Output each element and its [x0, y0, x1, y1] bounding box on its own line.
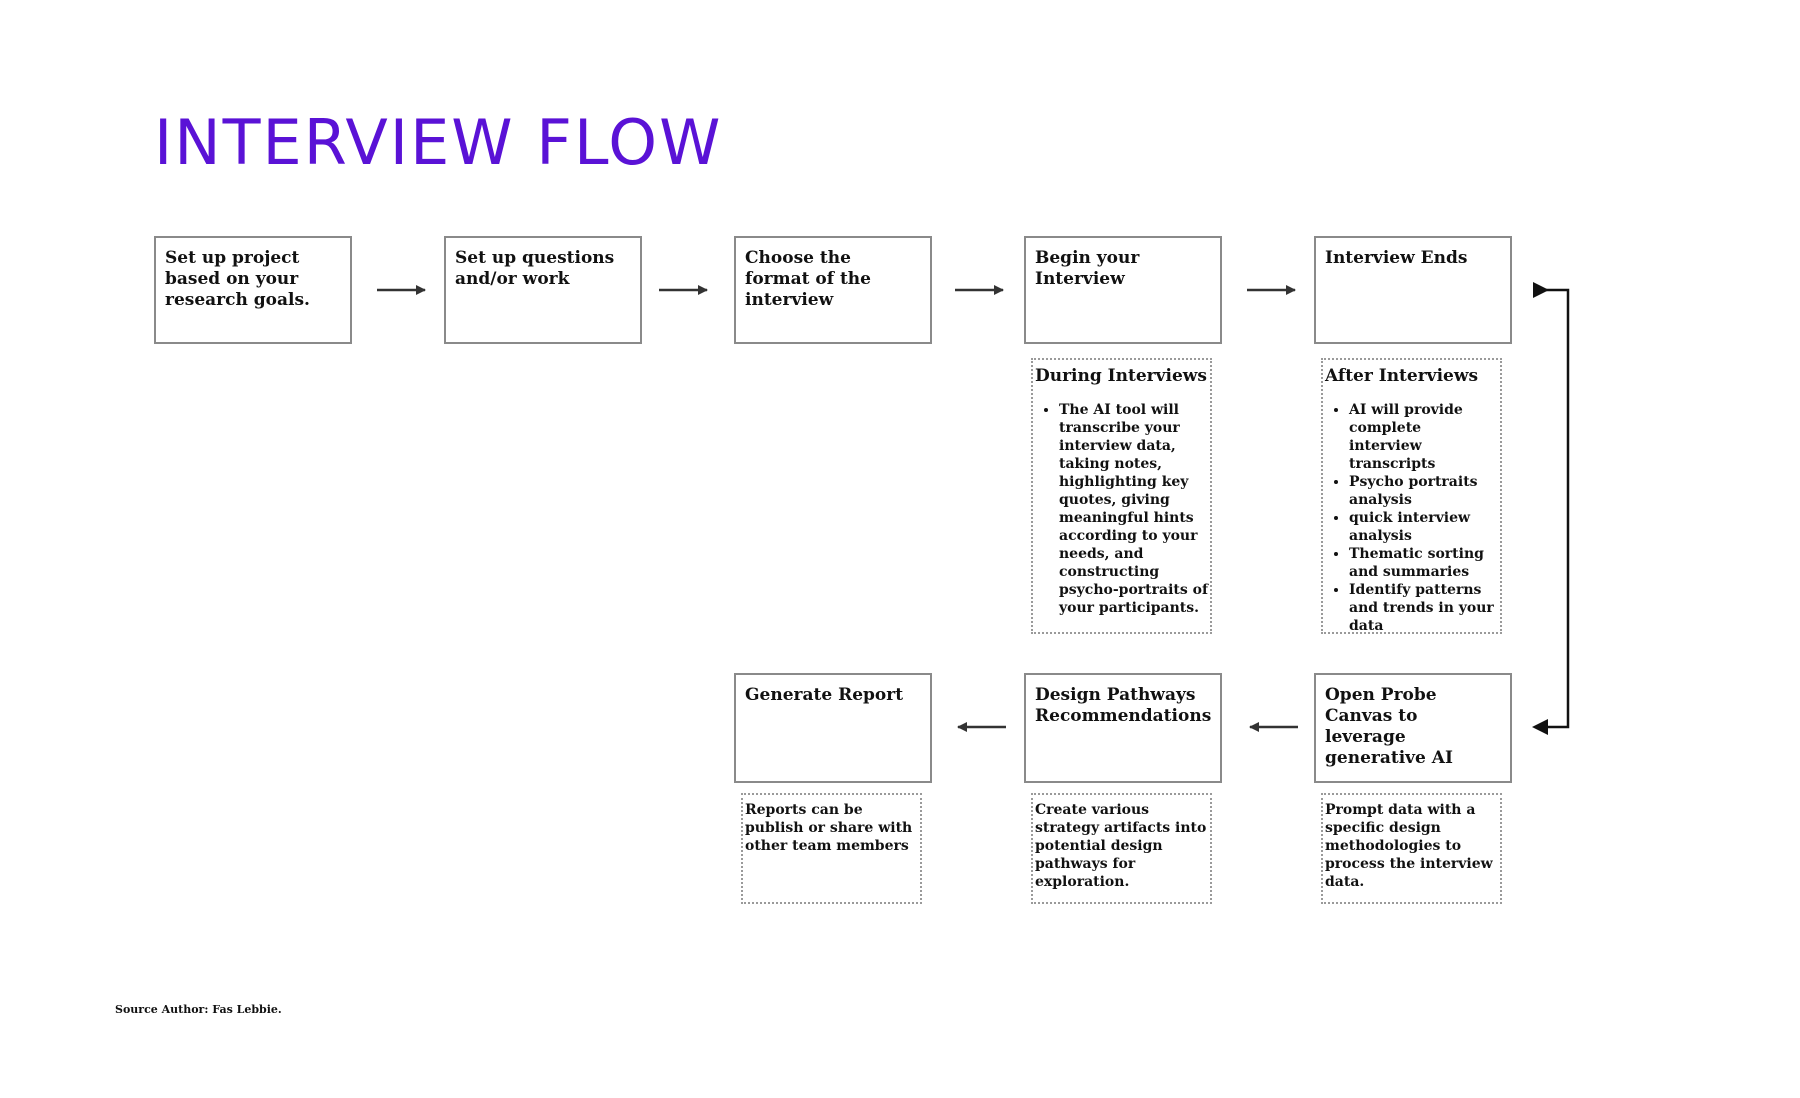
step-open-probe-canvas: Open Probe Canvas to leverage generative…: [1314, 673, 1512, 783]
during-interviews-list: The AI tool will transcribe your intervi…: [1035, 401, 1208, 617]
step-label: Choose the format of the interview: [745, 248, 871, 310]
step-label: Begin your Interview: [1035, 248, 1140, 289]
step-setup-project: Set up project based on your research go…: [154, 236, 352, 344]
list-item: Identify patterns and trends in your dat…: [1349, 581, 1498, 632]
step-interview-ends: Interview Ends: [1314, 236, 1512, 344]
step-label: Interview Ends: [1325, 248, 1468, 268]
step-setup-questions: Set up questions and/or work: [444, 236, 642, 344]
source-attribution: Source Author: Fas Lebbie.: [115, 1003, 282, 1016]
page-title: INTERVIEW FLOW: [154, 106, 723, 179]
after-interviews-note: After Interviews AI will provide complet…: [1321, 358, 1502, 634]
step-label: Generate Report: [745, 685, 904, 705]
step-choose-format: Choose the format of the interview: [734, 236, 932, 344]
step-design-pathways: Design Pathways Recommendations: [1024, 673, 1222, 783]
step-begin-interview: Begin your Interview: [1024, 236, 1222, 344]
design-pathways-note: Create various strategy artifacts into p…: [1031, 793, 1212, 904]
list-item: Thematic sorting and summaries: [1349, 545, 1498, 581]
connector-start-head: [1533, 282, 1549, 298]
step-label: Set up questions and/or work: [455, 248, 615, 289]
during-interviews-note: During Interviews The AI tool will trans…: [1031, 358, 1212, 634]
after-interviews-list: AI will provide complete interview trans…: [1325, 401, 1498, 632]
connector-right: [1535, 288, 1570, 729]
connector-end-head: [1532, 719, 1548, 735]
step-generate-report: Generate Report: [734, 673, 932, 783]
list-item: quick interview analysis: [1349, 509, 1498, 545]
report-note: Reports can be publish or share with oth…: [741, 793, 922, 904]
step-label: Open Probe Canvas to leverage generative…: [1325, 685, 1453, 768]
step-label: Design Pathways Recommendations: [1035, 685, 1212, 726]
list-item: Psycho portraits analysis: [1349, 473, 1498, 509]
step-label: Set up project based on your research go…: [165, 248, 310, 310]
list-item: AI will provide complete interview trans…: [1349, 401, 1498, 473]
during-interviews-title: During Interviews: [1035, 366, 1207, 386]
probe-canvas-note: Prompt data with a specific design metho…: [1321, 793, 1502, 904]
list-item: The AI tool will transcribe your intervi…: [1059, 401, 1208, 617]
after-interviews-title: After Interviews: [1325, 366, 1479, 386]
